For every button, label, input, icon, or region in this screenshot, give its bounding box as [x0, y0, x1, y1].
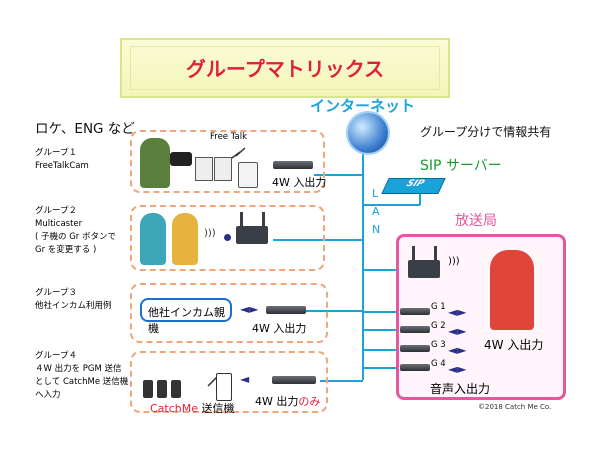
port-label: G 1: [431, 302, 446, 312]
group-desc: FreeTalkCam: [35, 161, 89, 171]
catchme-brand: CatchMe: [150, 402, 199, 415]
group-desc: Gr を変更する ): [35, 245, 97, 255]
port-label: G 3: [431, 340, 446, 350]
operator-icon: [172, 213, 198, 265]
intercom-unit-icon: [273, 161, 313, 169]
port-unit-icon: [400, 345, 430, 352]
group-name: グループ２: [35, 206, 77, 216]
internet-label: インターネット: [310, 97, 416, 115]
free-talk-base-icon: [238, 162, 258, 188]
group3-output-label: 4W 入出力: [252, 322, 307, 335]
lan-letter: A: [372, 205, 380, 218]
group2-box: [130, 205, 325, 271]
lan-letter: N: [372, 223, 381, 236]
broadcast-station-box: [396, 234, 566, 400]
group-name: グループ３: [35, 288, 77, 298]
group-desc: として CatchMe 送信機: [35, 377, 129, 387]
group1-label: グループ１ FreeTalkCam: [35, 147, 89, 173]
location-label: ロケ、ENG など: [35, 121, 135, 137]
port-unit-icon: [400, 326, 430, 333]
antenna-icon: [434, 246, 437, 261]
group4-box: [130, 351, 328, 413]
group-name: グループ１: [35, 148, 77, 158]
signal-icon: ))): [204, 228, 216, 239]
port-unit-icon: [400, 308, 430, 315]
antenna-icon: [240, 212, 243, 227]
bidirectional-arrow-icon: ◄►: [448, 343, 467, 357]
catchme-transmitter-icon: [216, 373, 232, 401]
broadcast-station-label: 放送局: [455, 213, 497, 229]
bidirectional-arrow-icon: ◄►: [448, 324, 467, 338]
info-share-label: グループ分けで情報共有: [420, 125, 552, 139]
studio-4w-label: 4W 入出力: [484, 338, 544, 352]
group2-label: グループ２ Multicaster ( 子機の Gr ボタンで Gr を変更する…: [35, 205, 116, 257]
group-desc: 他社インカム利用例: [35, 301, 112, 311]
group4-output-label: 4W 出力のみ: [255, 393, 320, 409]
internet-globe-icon: [348, 113, 388, 153]
group-desc: ( 子機の Gr ボタンで: [35, 232, 117, 242]
antenna-icon: [262, 212, 265, 227]
camera-operator-icon: [140, 138, 170, 188]
other-intercom-label: 他社インカム親機: [148, 306, 225, 335]
signal-icon: ))): [448, 256, 460, 267]
diagram-title: グループマトリックス: [185, 57, 385, 81]
sip-badge: SIP: [404, 179, 426, 189]
port-label: G 4: [431, 359, 446, 369]
sip-server-label: SIP サーバー: [420, 158, 502, 174]
bidirectional-arrow-icon: ◄►: [240, 302, 259, 316]
free-talk-label: Free Talk: [210, 132, 248, 142]
studio-router-icon: [408, 260, 440, 278]
multicaster-dot-icon: [224, 234, 231, 241]
intercom-unit-icon: [266, 306, 306, 314]
camera-icon: [170, 152, 192, 166]
bidirectional-arrow-icon: ◄►: [448, 305, 467, 319]
operator-icon: [140, 213, 166, 265]
group-desc: ４W 出力を PGM 送信: [35, 364, 122, 374]
group4-output-suffix: のみ: [298, 395, 321, 408]
port-unit-icon: [400, 364, 430, 371]
sip-server-icon: SIP: [381, 178, 446, 194]
beltpack-icon: [214, 157, 232, 181]
beltpack-icon: [195, 157, 213, 181]
multicaster-router-icon: [236, 226, 268, 244]
port-label: G 2: [431, 321, 446, 331]
lan-label: L A N: [372, 185, 382, 239]
intercom-unit-icon: [272, 376, 316, 384]
group-desc: Multicaster: [35, 219, 83, 229]
other-intercom-box: 他社インカム親機: [140, 298, 232, 335]
group-name: グループ４: [35, 351, 77, 361]
group3-box: [130, 283, 328, 343]
audio-io-label: 音声入出力: [430, 382, 491, 396]
antenna-icon: [412, 246, 415, 261]
catchme-rest: 送信機: [198, 402, 235, 415]
wireless-icon: [231, 147, 246, 159]
group4-label: グループ４ ４W 出力を PGM 送信 として CatchMe 送信機 へ入力: [35, 350, 128, 402]
group4-output-prefix: 4W 出力: [255, 395, 299, 408]
copyright: ©2018 Catch Me Co.: [478, 403, 552, 411]
arrow-left-icon: ◄: [240, 372, 250, 386]
operator-icon: [490, 250, 534, 330]
catchme-label: CatchMe 送信機: [150, 400, 235, 416]
receiver-icon: [143, 380, 153, 398]
title-banner: グループマトリックス: [120, 38, 450, 98]
group1-box: [130, 130, 325, 193]
lan-letter: L: [372, 187, 379, 200]
receiver-icon: [171, 380, 181, 398]
group1-output-label: 4W 入出力: [272, 176, 327, 189]
receiver-icon: [157, 380, 167, 398]
bidirectional-arrow-icon: ◄►: [448, 362, 467, 376]
wireless-icon: [207, 375, 219, 387]
group3-label: グループ３ 他社インカム利用例: [35, 287, 112, 313]
group-desc: へ入力: [35, 390, 61, 400]
